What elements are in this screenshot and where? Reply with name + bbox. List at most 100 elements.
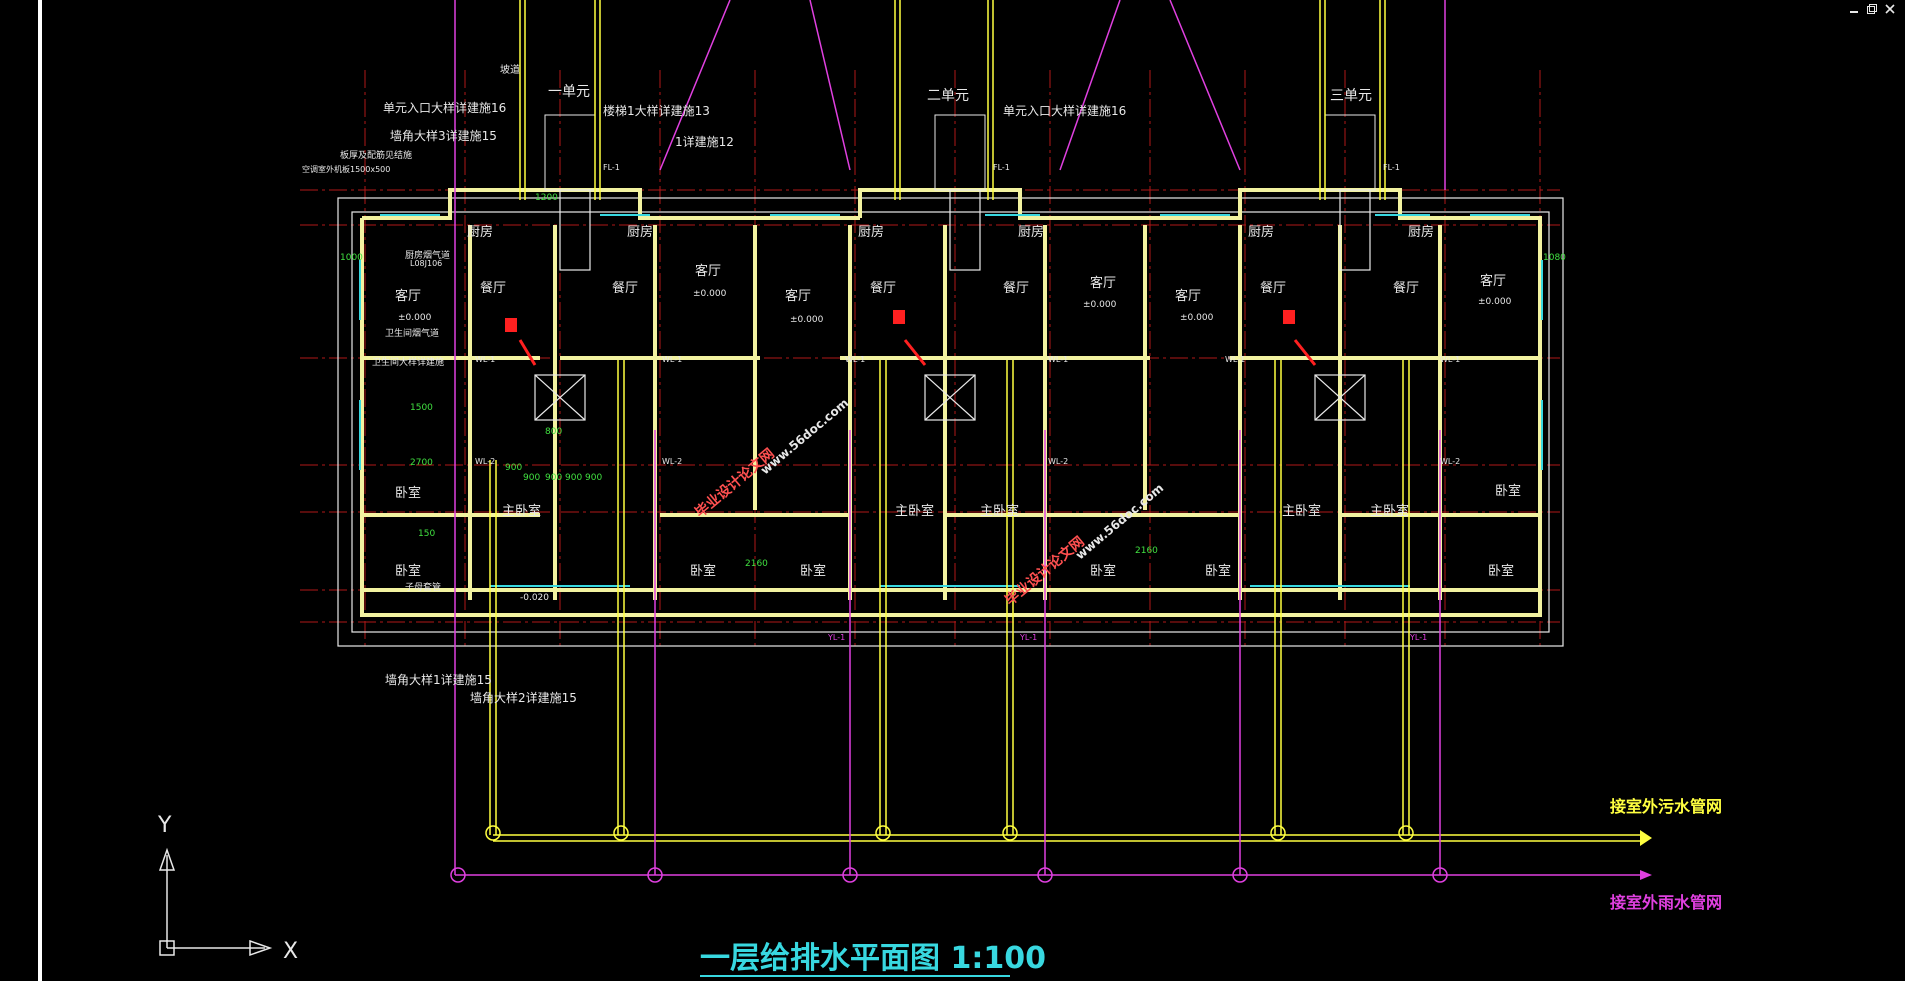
- svg-text:YL-1: YL-1: [827, 633, 845, 642]
- svg-text:±0.000: ±0.000: [398, 313, 432, 323]
- rain-pipes: [454, 0, 1645, 876]
- room-master: 主卧室: [1282, 503, 1321, 519]
- svg-text:WL-1: WL-1: [662, 355, 682, 364]
- room-kitchen: 厨房: [1248, 224, 1274, 240]
- dimensions: 900 900 900 900 900 2160 2160 150 1200 1…: [340, 193, 1566, 569]
- ucs-x-label: X: [283, 939, 298, 964]
- svg-text:800: 800: [545, 427, 562, 437]
- svg-text:厨房烟气道: 厨房烟气道: [405, 249, 450, 261]
- room-bedroom: 卧室: [395, 563, 421, 579]
- room-kitchen: 厨房: [1408, 224, 1434, 240]
- svg-text:单元入口大样详建施16: 单元入口大样详建施16: [383, 100, 506, 115]
- svg-text:FL-1: FL-1: [1383, 163, 1400, 172]
- svg-text:WL-2: WL-2: [475, 457, 495, 466]
- room-bedroom: 卧室: [1488, 563, 1514, 579]
- unit-3-label: 三单元: [1330, 88, 1372, 104]
- room-living: 客厅: [785, 288, 811, 304]
- svg-text:WL-1: WL-1: [845, 355, 865, 364]
- svg-text:2700: 2700: [410, 458, 433, 468]
- room-dining: 餐厅: [480, 280, 506, 296]
- room-living: 客厅: [1480, 273, 1506, 289]
- svg-text:墙角大样3详建施15: 墙角大样3详建施15: [390, 128, 497, 143]
- svg-text:1080: 1080: [1543, 253, 1566, 263]
- svg-text:WL-1: WL-1: [475, 355, 495, 364]
- svg-text:900: 900: [505, 463, 522, 473]
- svg-text:900: 900: [523, 473, 540, 483]
- ucs-y-label: Y: [157, 813, 172, 838]
- drawing-title: 一层给排水平面图 1:100: [700, 941, 1046, 976]
- svg-text:FL-1: FL-1: [603, 163, 620, 172]
- svg-text:±0.000: ±0.000: [790, 315, 824, 325]
- room-bedroom: 卧室: [690, 563, 716, 579]
- svg-text:空调室外机板1500x500: 空调室外机板1500x500: [302, 164, 390, 174]
- room-kitchen: 厨房: [1018, 224, 1044, 240]
- room-dining: 餐厅: [1260, 280, 1286, 296]
- room-living: 客厅: [395, 288, 421, 304]
- restore-icon[interactable]: [1864, 2, 1880, 16]
- svg-text:±0.000: ±0.000: [1478, 297, 1512, 307]
- svg-text:坡道: 坡道: [500, 63, 520, 76]
- sewage-outlet-arrow: [1640, 830, 1652, 846]
- svg-text:1500: 1500: [410, 403, 433, 413]
- svg-text:2160: 2160: [1135, 546, 1158, 556]
- room-dining: 餐厅: [870, 280, 896, 296]
- svg-text:1200: 1200: [535, 193, 558, 203]
- svg-text:WL-1: WL-1: [1048, 355, 1068, 364]
- ucs-icon: [158, 847, 273, 957]
- svg-text:WL-2: WL-2: [1048, 457, 1068, 466]
- minimize-icon[interactable]: [1846, 2, 1862, 16]
- room-living: 客厅: [1090, 275, 1116, 291]
- svg-text:YL-1: YL-1: [1409, 633, 1427, 642]
- svg-text:楼梯1大样详建施13: 楼梯1大样详建施13: [603, 103, 710, 118]
- room-kitchen: 厨房: [627, 224, 653, 240]
- rain-outlet-arrow: [1640, 870, 1652, 880]
- room-bedroom: 卧室: [1495, 483, 1521, 499]
- svg-text:FL-1: FL-1: [993, 163, 1010, 172]
- pipe-tags: WL-1 WL-1 WL-1 WL-1 WL-1 WL-1 WL-2 WL-2 …: [475, 163, 1460, 642]
- svg-text:WL-2: WL-2: [662, 457, 682, 466]
- room-labels: 客厅 餐厅 餐厅 客厅 客厅 餐厅 餐厅 客厅 客厅 餐厅 餐厅 客厅 厨房 厨…: [395, 224, 1521, 579]
- svg-text:WL-2: WL-2: [1440, 457, 1460, 466]
- room-bedroom: 卧室: [800, 563, 826, 579]
- svg-text:-0.020: -0.020: [520, 593, 549, 603]
- svg-text:±0.000: ±0.000: [1083, 300, 1117, 310]
- room-master: 主卧室: [895, 503, 934, 519]
- walls: [360, 188, 1542, 617]
- close-icon[interactable]: [1882, 2, 1898, 16]
- svg-text:±0.000: ±0.000: [693, 289, 727, 299]
- unit-1-label: 一单元: [548, 84, 590, 100]
- stair-entries: [544, 114, 1376, 191]
- svg-text:墙角大样1详建施15: 墙角大样1详建施15: [385, 672, 492, 687]
- room-master: 主卧室: [502, 503, 541, 519]
- room-bedroom: 卧室: [1205, 563, 1231, 579]
- annotations: 单元入口大样详建施16 墙角大样3详建施15 楼梯1大样详建施13 1详建施12…: [302, 63, 1126, 705]
- svg-text:板厚及配筋见结施: 板厚及配筋见结施: [340, 149, 412, 161]
- svg-text:墙角大样2详建施15: 墙角大样2详建施15: [470, 690, 577, 705]
- svg-text:2160: 2160: [745, 559, 768, 569]
- unit-2-label: 二单元: [927, 88, 969, 104]
- room-dining: 餐厅: [612, 280, 638, 296]
- room-kitchen: 厨房: [858, 224, 884, 240]
- svg-text:900: 900: [585, 473, 602, 483]
- room-bedroom: 卧室: [1090, 563, 1116, 579]
- room-dining: 餐厅: [1003, 280, 1029, 296]
- svg-text:900: 900: [545, 473, 562, 483]
- svg-text:单元入口大样详建施16: 单元入口大样详建施16: [1003, 103, 1126, 118]
- svg-text:WL-1: WL-1: [1440, 355, 1460, 364]
- outlet-rain-label: 接室外雨水管网: [1610, 893, 1722, 912]
- svg-text:1详建施12: 1详建施12: [675, 134, 734, 149]
- title-block: 一层给排水平面图 1:100: [700, 941, 1046, 977]
- room-master: 主卧室: [1370, 503, 1409, 519]
- svg-text:1000: 1000: [340, 253, 363, 263]
- svg-text:卫生间大样详建施: 卫生间大样详建施: [372, 356, 444, 368]
- sewage-pipes: [489, 0, 1640, 842]
- svg-text:±0.000: ±0.000: [1180, 313, 1214, 323]
- svg-text:毕业设计论文网: 毕业设计论文网: [692, 445, 778, 521]
- room-master: 主卧室: [980, 503, 1019, 519]
- rain-manholes: [450, 867, 1448, 883]
- svg-text:900: 900: [565, 473, 582, 483]
- room-dining: 餐厅: [1393, 280, 1419, 296]
- room-kitchen: 厨房: [467, 224, 493, 240]
- room-bedroom: 卧室: [395, 485, 421, 501]
